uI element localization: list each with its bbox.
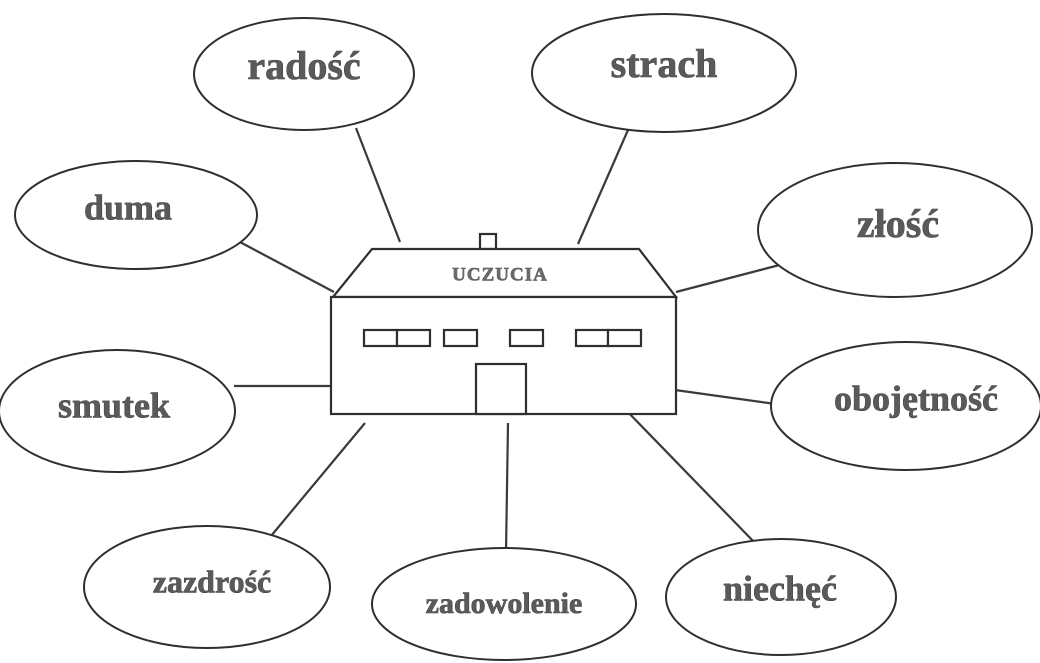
emotion-node-niechec: niechęć xyxy=(665,538,897,656)
house: UCZUCIA xyxy=(329,232,679,416)
window xyxy=(395,328,432,348)
window xyxy=(508,328,545,348)
emotion-label: złość xyxy=(857,201,939,246)
emotion-oval xyxy=(83,525,331,649)
emotion-label: zazdrość xyxy=(153,563,271,599)
emotion-oval xyxy=(665,538,897,656)
connector-duma xyxy=(237,240,335,293)
connector-niechec xyxy=(621,405,757,545)
window xyxy=(362,328,399,348)
emotion-node-obojetnosc: obojętność xyxy=(770,341,1040,471)
window xyxy=(442,328,479,348)
house-door xyxy=(474,362,528,416)
emotion-oval xyxy=(14,160,258,270)
window xyxy=(606,328,643,348)
connector-zlosc xyxy=(675,260,792,294)
connector-zazdrosc xyxy=(270,422,366,537)
emotion-oval xyxy=(371,547,637,661)
emotion-node-strach: strach xyxy=(531,13,797,133)
emotion-oval xyxy=(0,349,236,473)
chimney xyxy=(478,232,498,251)
emotion-oval xyxy=(531,13,797,133)
emotion-node-smutek: smutek xyxy=(0,349,236,473)
connector-lines xyxy=(234,127,792,553)
connector-zadowolenie xyxy=(504,422,510,553)
emotion-label: niechęć xyxy=(723,568,837,608)
emotion-node-radosc: radość xyxy=(193,17,415,131)
emotion-oval xyxy=(770,341,1040,471)
emotion-label: obojętność xyxy=(834,378,998,418)
emotion-node-duma: duma xyxy=(14,160,258,270)
center-label: UCZUCIA xyxy=(452,264,548,285)
emotion-node-zadowolenie: zadowolenie xyxy=(371,547,637,661)
emotion-label: radość xyxy=(247,43,360,88)
emotion-label: smutek xyxy=(58,385,170,425)
emotion-oval xyxy=(193,17,415,131)
emotion-label: zadowolenie xyxy=(426,587,583,620)
emotion-oval xyxy=(757,162,1033,298)
connector-strach xyxy=(576,129,630,245)
window xyxy=(574,328,610,348)
emotion-node-zlosc: złość xyxy=(757,162,1033,298)
emotion-label: strach xyxy=(611,41,718,86)
emotion-node-zazdrosc: zazdrość xyxy=(83,525,331,649)
house-windows xyxy=(362,328,643,348)
emotion-label: duma xyxy=(84,187,172,227)
connector-radosc xyxy=(354,127,402,243)
